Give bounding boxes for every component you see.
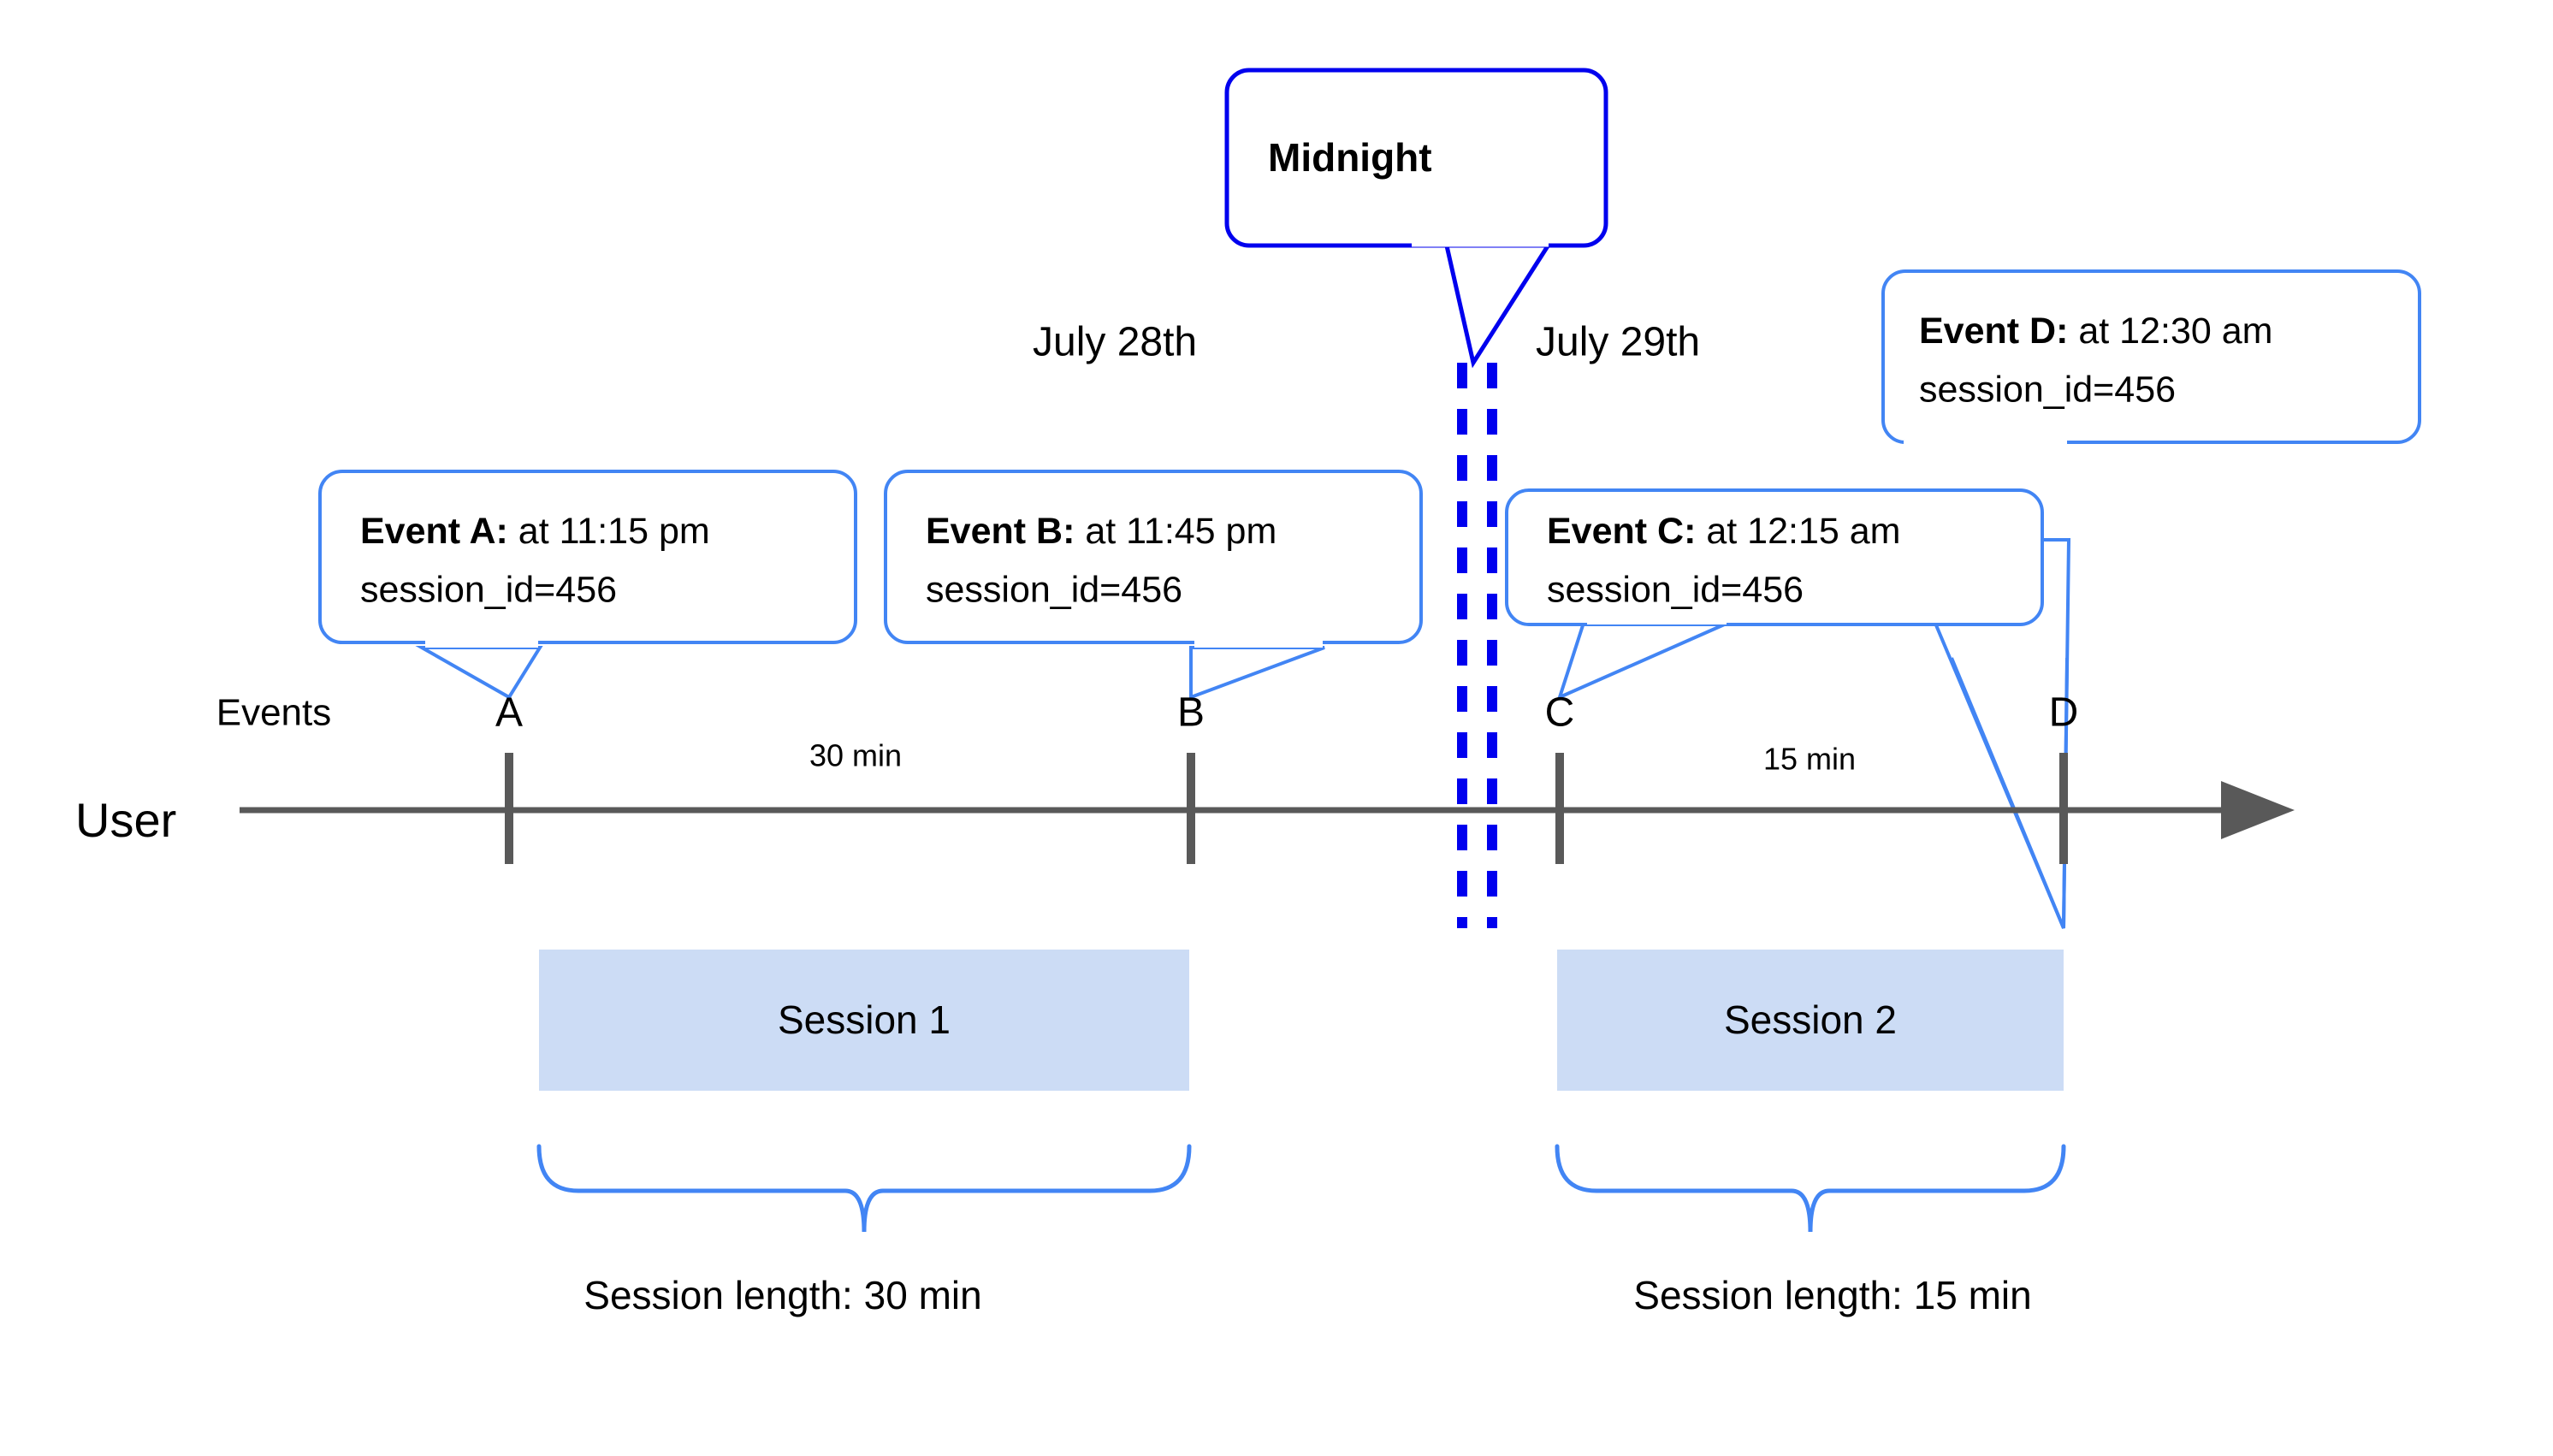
callout-event-b-tail — [1189, 646, 1325, 700]
callout-event-c[interactable]: Event C: at 12:15 am session_id=456 — [1505, 488, 2044, 701]
marker-label-b: B — [1177, 690, 1205, 736]
callout-event-c-box — [1505, 488, 2044, 626]
callout-event-c-rest: at 12:15 am — [1696, 511, 1900, 552]
session-bars: Session 1 Session 2 — [539, 950, 2064, 1091]
callout-event-c-tail — [1556, 621, 1729, 701]
callout-event-b-line2: session_id=456 — [926, 569, 1182, 610]
callout-event-c-line1: Event C: at 12:15 am — [1547, 511, 1900, 552]
marker-label-c: C — [1545, 690, 1575, 736]
callout-event-a-rest: at 11:15 pm — [508, 511, 710, 552]
callout-event-a-box — [318, 470, 857, 644]
callout-event-b-box — [884, 470, 1423, 644]
callout-event-d-line1: Event D: at 12:30 am — [1919, 311, 2272, 352]
marker-label-d: D — [2049, 690, 2079, 736]
callout-event-b[interactable]: Event B: at 11:45 pm session_id=456 — [884, 470, 1423, 700]
callout-event-b-line1: Event B: at 11:45 pm — [926, 511, 1276, 552]
callout-event-d-line2: session_id=456 — [1919, 369, 2176, 410]
callout-event-b-strong: Event B: — [926, 511, 1075, 552]
midnight-label: Midnight — [1268, 135, 1432, 180]
date-label-july-28: July 28th — [1033, 320, 1197, 365]
duration-label-ab: 30 min — [809, 738, 902, 773]
callout-event-a-line2: session_id=456 — [360, 569, 617, 610]
session-braces — [536, 1144, 2066, 1233]
session-bar-2[interactable] — [1557, 950, 2064, 1091]
midnight-callout-tail — [1442, 240, 1555, 369]
session-bar-2-label: Session 2 — [1724, 997, 1897, 1042]
callout-event-d-rest: at 12:30 am — [2068, 311, 2272, 352]
session-brace-2 — [1555, 1144, 2066, 1233]
callout-event-c-line2: session_id=456 — [1547, 569, 1804, 610]
callout-event-b-rest: at 11:45 pm — [1075, 511, 1276, 552]
session-brace-1 — [536, 1144, 1192, 1233]
events-row-label: Events — [216, 692, 332, 734]
duration-label-cd: 15 min — [1763, 742, 1856, 777]
callout-event-a-line1: Event A: at 11:15 pm — [360, 511, 710, 552]
callout-event-d-tail-front — [1950, 657, 2069, 929]
session-length-label-1: Session length: 30 min — [583, 1273, 981, 1317]
midnight-callout[interactable]: Midnight — [1224, 68, 1608, 369]
callout-event-d-tail-overlap — [1950, 657, 2069, 929]
session-bar-1[interactable] — [539, 950, 1189, 1091]
callout-event-a[interactable]: Event A: at 11:15 pm session_id=456 — [318, 470, 857, 700]
user-row-label: User — [75, 793, 176, 847]
date-label-july-29: July 29th — [1536, 320, 1700, 365]
callout-event-d-strong: Event D: — [1919, 311, 2068, 352]
session-length-label-2: Session length: 15 min — [1633, 1273, 2031, 1317]
callout-event-d-box — [1881, 269, 2421, 444]
timeline-axis — [240, 753, 2295, 864]
session-bar-1-label: Session 1 — [778, 997, 951, 1042]
midnight-boundary-lines — [1457, 363, 1497, 928]
axis-arrow-head — [2221, 781, 2295, 839]
marker-label-a: A — [495, 690, 523, 736]
callout-event-a-strong: Event A: — [360, 511, 508, 552]
callout-event-c-strong: Event C: — [1547, 511, 1696, 552]
